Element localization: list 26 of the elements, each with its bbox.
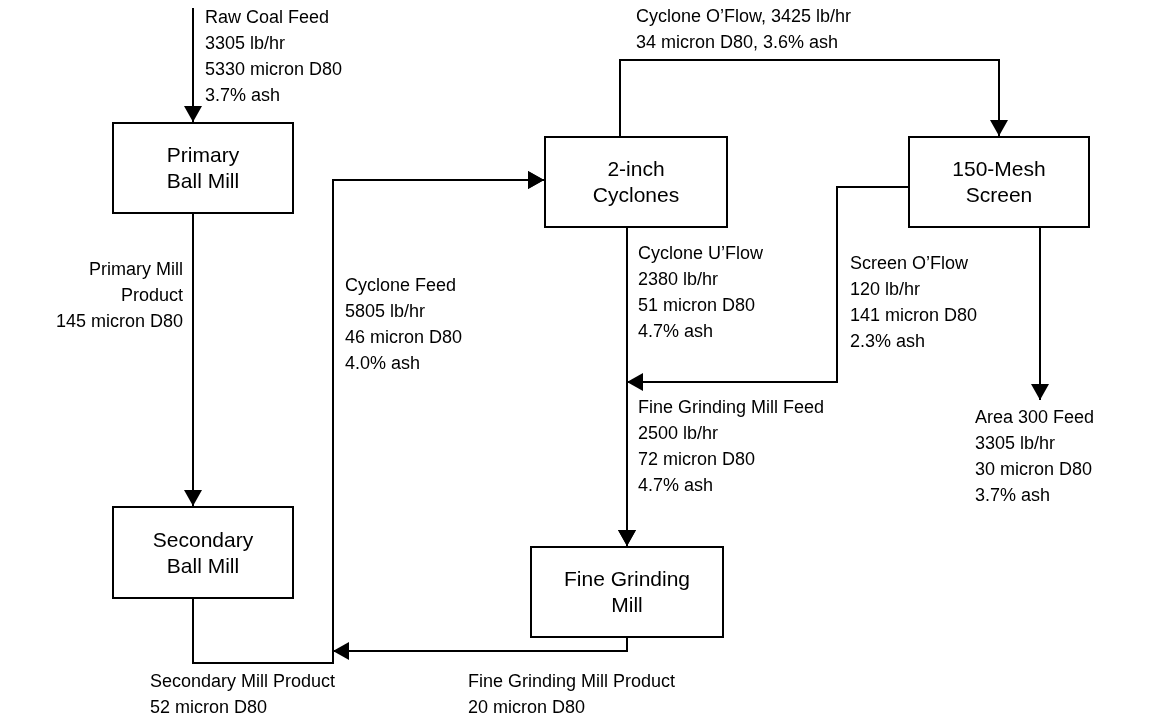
process-box xyxy=(908,136,1090,228)
process-box xyxy=(544,136,728,228)
arrow xyxy=(619,59,1008,137)
process-box xyxy=(530,546,724,638)
edge-label: Raw Coal Feed 3305 lb/hr 5330 micron D80 3.7% ash xyxy=(205,6,343,107)
arrow xyxy=(184,213,202,507)
process-name: Primary Ball Mill xyxy=(165,142,241,194)
process-name: 2-inch Cyclones xyxy=(591,156,681,208)
edge-label: Secondary Mill Product 52 micron D80 xyxy=(150,670,336,719)
process-name: Secondary Ball Mill xyxy=(151,526,255,579)
process-box xyxy=(112,506,294,599)
edge-label: Fine Grinding Mill Product 20 micron D80 xyxy=(468,670,676,719)
stream-label: Fine Grinding Mill Feed 2500 lb/hr 72 micron D80 4.7% ash xyxy=(638,396,825,497)
arrow xyxy=(618,186,909,547)
edge-label: Primary Mill Product 145 micron D80 xyxy=(55,258,183,333)
edge-label: Cyclone O’Flow, 3425 lb/hr 34 micron D80, 3.6% ash xyxy=(636,5,852,54)
edge-label: Cyclone U’Flow 2380 lb/hr 51 micron D80 4.7% ash xyxy=(638,242,764,343)
process-box xyxy=(112,122,294,214)
arrow xyxy=(184,7,202,123)
arrow xyxy=(332,171,628,660)
process-name: 150-Mesh Screen xyxy=(951,156,1047,208)
edge-label: Area 300 Feed 3305 lb/hr 30 micron D80 3.7% ash xyxy=(975,406,1095,507)
stream-label: Cyclone Feed 5805 lb/hr 46 micron D80 4.0% ash xyxy=(345,274,463,375)
process-name: Fine Grinding Mill xyxy=(562,566,692,618)
arrow xyxy=(1031,227,1049,401)
edge-label: Screen O’Flow 120 lb/hr 141 micron D80 2.3% ash xyxy=(850,252,978,353)
